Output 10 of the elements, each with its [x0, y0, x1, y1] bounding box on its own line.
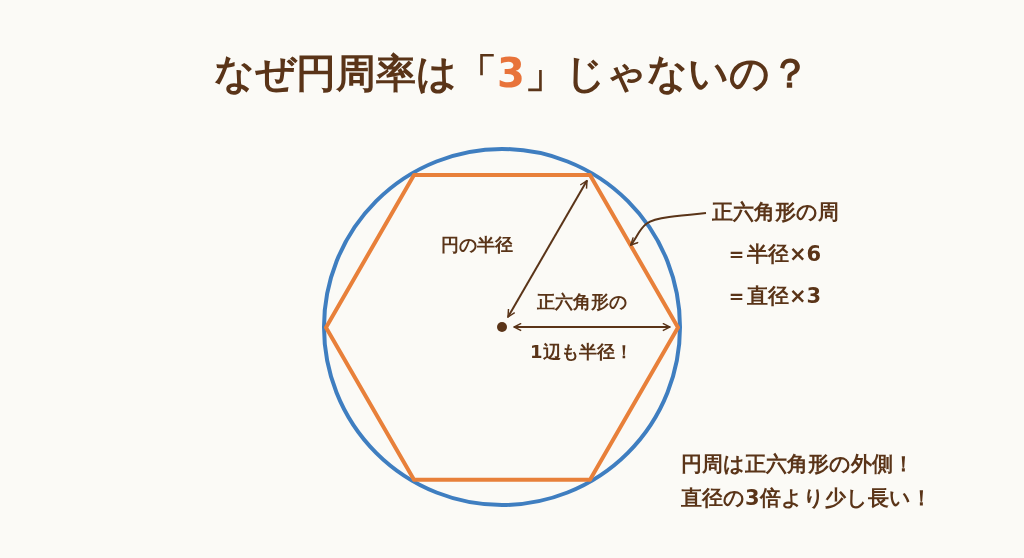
label-text: 1辺も半径！ — [530, 340, 633, 364]
label-text: 直径の3倍より少し長い！ — [681, 485, 932, 512]
label-text: 円の半径 — [441, 233, 513, 257]
title: なぜ円周率は「3」じゃないの？ — [213, 49, 811, 98]
label-text: 正六角形の — [537, 290, 627, 314]
note-text: ＝半径×6 — [725, 241, 823, 268]
label-text: 円周は正六角形の外側！ — [681, 451, 914, 478]
note-text: ＝直径×3 — [725, 283, 823, 310]
leader-arrow — [629, 212, 707, 246]
note-text: 正六角形の周 — [712, 199, 840, 226]
